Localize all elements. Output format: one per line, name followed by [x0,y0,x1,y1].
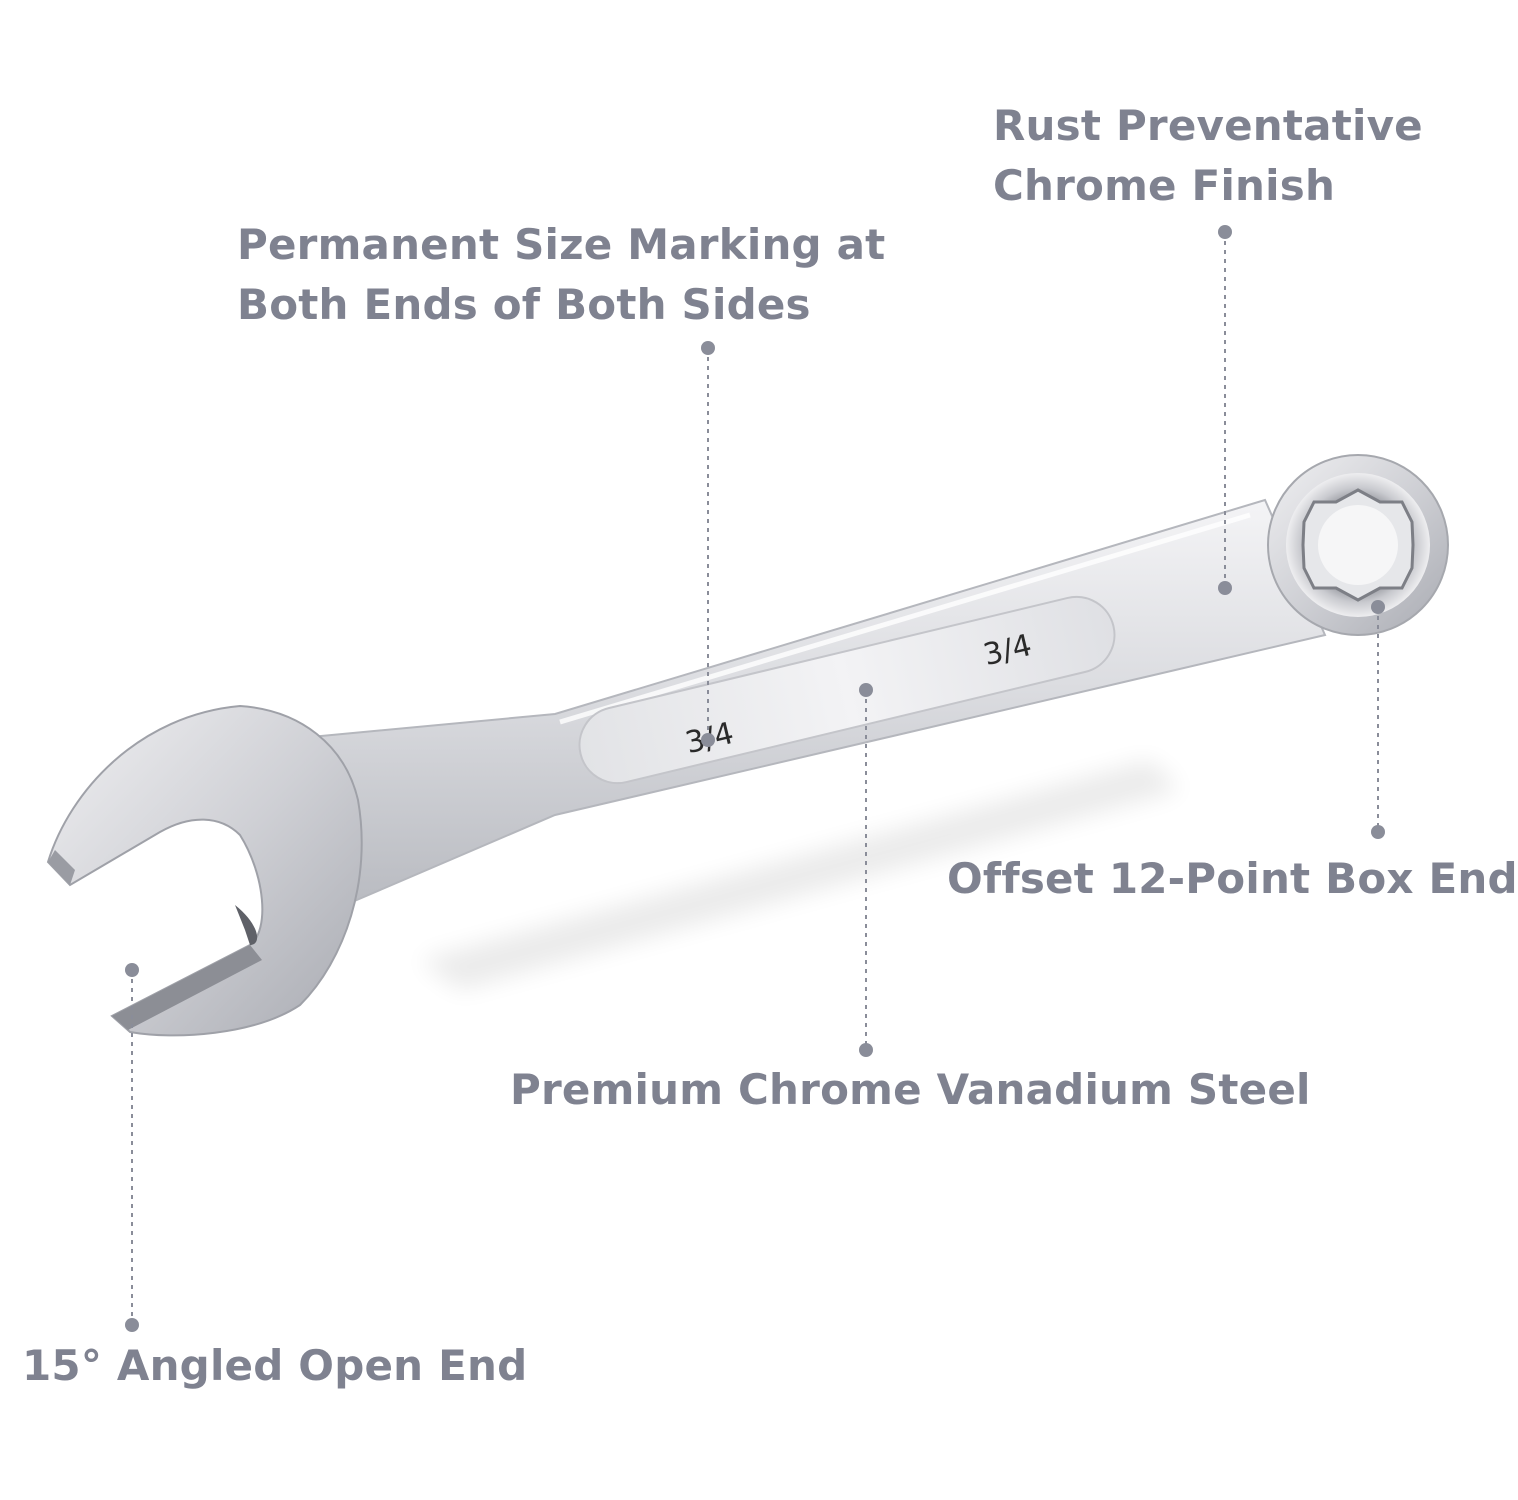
open-end-head [46,704,363,1037]
callout-rust-finish: Rust Preventative Chrome Finish [993,96,1423,216]
box-end [1267,454,1449,636]
callout-rust-finish-line2: Chrome Finish [993,161,1336,210]
wrench-shadow [420,760,1180,990]
open-end-jaw-inner [235,905,258,945]
callout-size-marking: Permanent Size Marking at Both Ends of B… [237,215,885,335]
leader-dots [125,225,1385,1332]
callout-box-end: Offset 12-Point Box End [947,854,1518,903]
callout-steel: Premium Chrome Vanadium Steel [510,1065,1311,1114]
open-end-tip [48,850,75,885]
leader-lines [131,232,1379,1325]
callout-size-marking-line1: Permanent Size Marking at [237,220,886,269]
callout-open-end: 15° Angled Open End [22,1341,528,1390]
callout-size-marking-line2: Both Ends of Both Sides [237,280,811,329]
open-end-jaw-face [112,945,262,1030]
shaft-bevel [559,512,1251,725]
callout-rust-finish-line1: Rust Preventative [993,101,1423,150]
